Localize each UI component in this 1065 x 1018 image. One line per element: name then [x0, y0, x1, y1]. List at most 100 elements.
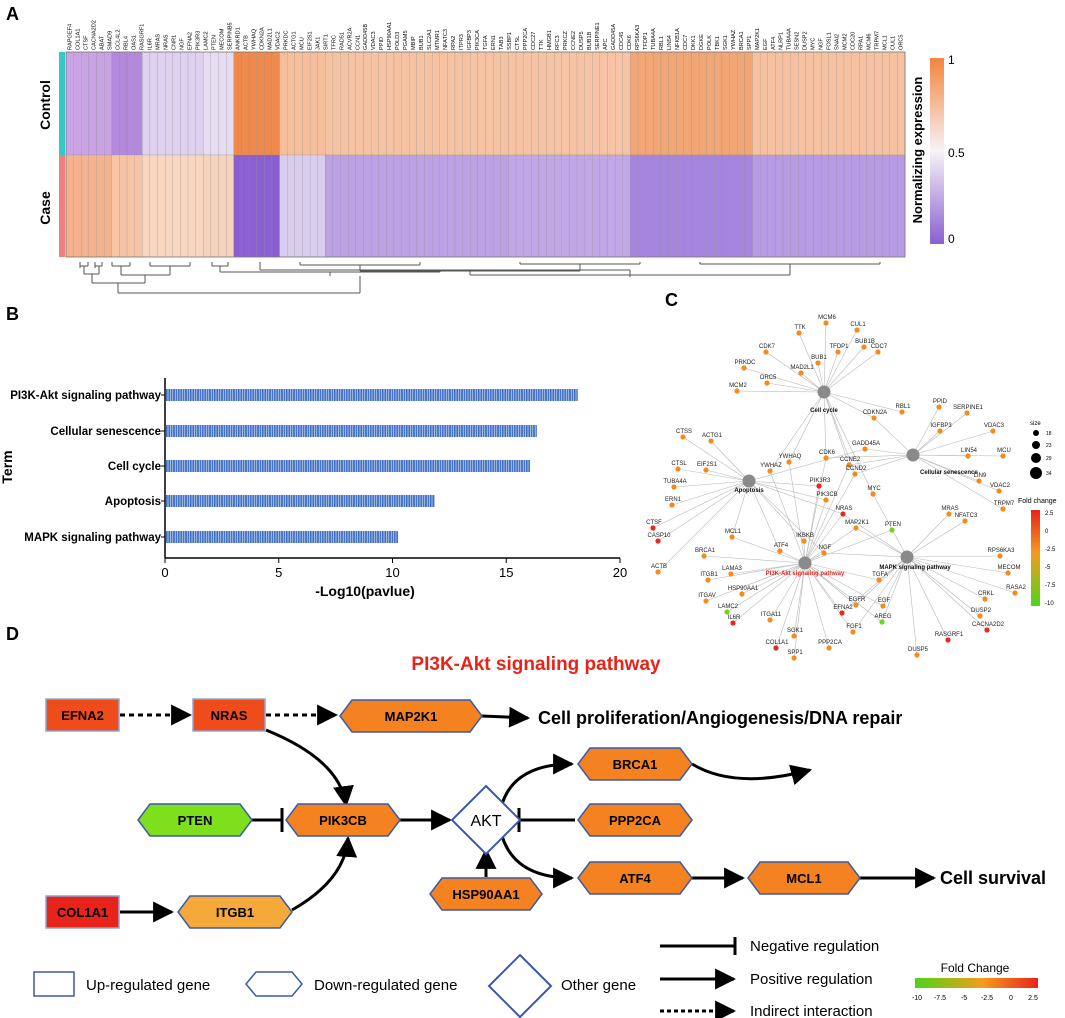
- network-gene-label: IL6R: [728, 615, 741, 621]
- edge-itgb1-pik3cb: [291, 835, 358, 912]
- heatmap-gene-label: MCL1: [883, 35, 889, 50]
- network-edge: [906, 556, 1009, 574]
- heatmap-gene-label: MCM2: [843, 34, 849, 50]
- heatmap-cell: [439, 51, 448, 156]
- legend-fold-tick-0: -10: [912, 995, 922, 1002]
- heatmap-cell: [584, 154, 593, 258]
- heatmap-cell: [470, 51, 479, 156]
- heatmap-gene-label: RPA2: [451, 36, 457, 50]
- heatmap-cell: [157, 51, 166, 156]
- network-gene-label: PRKDC: [734, 360, 756, 366]
- heatmap-cell: [836, 154, 845, 258]
- legend-fold-tick-4: 0: [1009, 995, 1013, 1002]
- network-gene-label: LIN9: [974, 473, 987, 479]
- network-edge: [825, 454, 914, 459]
- network-gene-label: HSP90AA1: [728, 586, 759, 592]
- network-gene-node: [671, 484, 677, 490]
- heatmap-legend-tick-low: 0: [948, 232, 955, 246]
- heatmap-gene-label: PTEN: [211, 35, 217, 50]
- bar-chart-ylabel: Term: [0, 450, 15, 483]
- heatmap-cell: [706, 154, 715, 258]
- network-edge: [671, 480, 750, 506]
- heatmap-gene-label: MCU: [299, 37, 305, 50]
- heatmap-cell: [111, 51, 120, 156]
- heatmap-cell: [698, 51, 707, 156]
- network-gene-node: [862, 446, 868, 452]
- network-edge: [748, 480, 805, 542]
- bar-chart-xlabel: -Log10(pavlue): [315, 583, 415, 599]
- heatmap-cell: [233, 51, 242, 156]
- heatmap-cell: [599, 154, 608, 258]
- network-gene-label: RASA2: [1006, 585, 1026, 591]
- network-gene-node: [965, 453, 971, 459]
- heatmap-gene-label: EFNA2: [187, 32, 193, 50]
- heatmap-cell: [637, 51, 646, 156]
- network-gene-node: [914, 652, 920, 658]
- network-edge: [823, 391, 903, 413]
- heatmap-cell: [531, 51, 540, 156]
- heatmap-cell: [325, 154, 334, 258]
- heatmap-cell: [470, 154, 479, 258]
- heatmap-gene-label: MAD2L1: [267, 28, 273, 50]
- network-edge: [657, 480, 750, 573]
- heatmap-cell: [81, 154, 90, 258]
- heatmap-cell: [630, 154, 639, 258]
- network-gene-node: [767, 468, 773, 474]
- node-akt: AKT: [450, 784, 522, 856]
- network-gene-label: LAMC2: [718, 604, 739, 610]
- node-hsp90aa1-label: HSP90AA1: [452, 887, 519, 902]
- network-gene-node: [1000, 453, 1006, 459]
- legend-fold-tick-2: -5: [961, 995, 967, 1002]
- node-efna2: EFNA2: [45, 698, 120, 732]
- heatmap-cell: [500, 154, 509, 258]
- heatmap-row-label-control: Control: [37, 80, 53, 130]
- bar-category-label: PI3K-Akt signaling pathway: [10, 390, 161, 402]
- heatmap-cell: [798, 154, 807, 258]
- network-gene-node: [701, 553, 707, 559]
- heatmap-gene-label: RAD51: [339, 32, 345, 50]
- heatmap-cell: [615, 154, 623, 258]
- heatmap-cell: [126, 154, 135, 258]
- network-gene-node: [899, 409, 905, 415]
- network-gene-node: [798, 370, 804, 376]
- heatmap-gene-label: CUL1: [891, 36, 897, 50]
- heatmap-cell: [828, 154, 837, 258]
- node-itgb1-label: ITGB1: [216, 905, 254, 920]
- heatmap-cell: [386, 154, 395, 258]
- heatmap-cell: [149, 51, 158, 156]
- heatmap-cell: [287, 154, 295, 258]
- heatmap-gene-label: NGF: [819, 38, 825, 50]
- network-edge: [906, 520, 966, 558]
- heatmap-cell: [790, 154, 799, 258]
- node-pik3cb: PIK3CB: [285, 803, 401, 837]
- heatmap-cell: [393, 154, 402, 258]
- heatmap-cell: [660, 154, 669, 258]
- heatmap-cell: [851, 51, 860, 156]
- heatmap-cell: [96, 51, 105, 156]
- network-edge: [873, 417, 914, 456]
- heatmap-cell: [378, 51, 387, 156]
- heatmap-cell: [348, 51, 357, 156]
- heatmap-cell: [721, 51, 730, 156]
- heatmap-cell: [538, 154, 547, 258]
- edge-nras-pik3cb: [265, 728, 354, 808]
- heatmap-gene-label: MAP2K1: [755, 28, 761, 50]
- heatmap-gene-label: CCNE2: [571, 31, 577, 50]
- heatmap-gene-label: POLD3: [395, 32, 401, 50]
- heatmap-gene-label: IGFBP3: [467, 30, 473, 50]
- network-edge: [823, 351, 839, 393]
- heatmap-gene-label: GADD45A: [611, 24, 617, 50]
- network-edge: [804, 527, 857, 564]
- heatmap-cell: [111, 154, 120, 258]
- heatmap-gene-label: COL1A1: [76, 29, 82, 50]
- network-edge: [906, 556, 986, 600]
- network-gene-label: MAP2K1: [845, 520, 869, 526]
- heatmap-cell: [607, 51, 616, 156]
- dendrogram-lines: [79, 262, 881, 294]
- network-gene-node: [655, 538, 661, 544]
- heatmap-gene-label: CNR1: [171, 35, 177, 50]
- network-hub-node: [906, 448, 920, 462]
- network-gene-node: [703, 598, 709, 604]
- node-mcl1-label: MCL1: [786, 871, 821, 886]
- size-legend-label-3: 29: [1046, 456, 1052, 462]
